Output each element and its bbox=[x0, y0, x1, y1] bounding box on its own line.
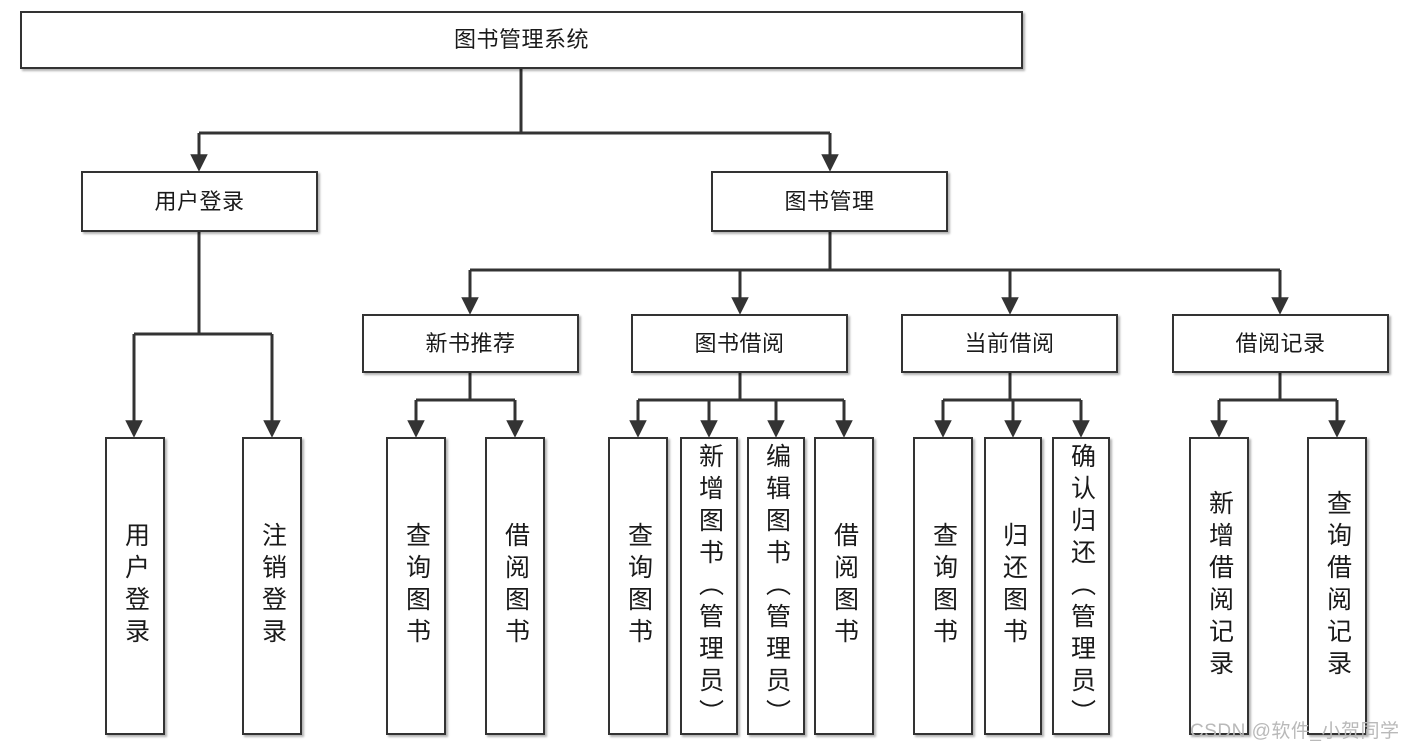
leaf-user-login-label: 用户登录 bbox=[121, 522, 150, 650]
leaf-return-books[interactable]: 归还图书 bbox=[984, 437, 1042, 735]
node-book-borrowing[interactable]: 图书借阅 bbox=[631, 314, 848, 373]
node-new-book-recommendation[interactable]: 新书推荐 bbox=[362, 314, 579, 373]
node-borrowing-records[interactable]: 借阅记录 bbox=[1172, 314, 1389, 373]
leaf-query-books-new-label: 查询图书 bbox=[402, 522, 431, 650]
node-book-management[interactable]: 图书管理 bbox=[711, 171, 948, 232]
leaf-edit-book-admin[interactable]: 编辑图书（管理员） bbox=[747, 437, 805, 735]
leaf-borrow-books[interactable]: 借阅图书 bbox=[814, 437, 874, 735]
node-current-borrowing-label: 当前借阅 bbox=[964, 330, 1055, 356]
leaf-edit-book-admin-label: 编辑图书（管理员） bbox=[762, 443, 791, 731]
leaf-query-borrowing-record-label: 查询借阅记录 bbox=[1323, 490, 1352, 682]
leaf-return-books-label: 归还图书 bbox=[999, 522, 1028, 650]
leaf-add-book-admin-label: 新增图书（管理员） bbox=[695, 443, 724, 731]
node-new-book-recommendation-label: 新书推荐 bbox=[425, 330, 516, 356]
leaf-logout[interactable]: 注销登录 bbox=[242, 437, 302, 735]
leaf-confirm-return-admin[interactable]: 确认归还（管理员） bbox=[1052, 437, 1110, 735]
node-root[interactable]: 图书管理系统 bbox=[20, 11, 1023, 69]
node-book-borrowing-label: 图书借阅 bbox=[694, 330, 785, 356]
leaf-logout-label: 注销登录 bbox=[258, 522, 287, 650]
leaf-query-books-borrow[interactable]: 查询图书 bbox=[608, 437, 668, 735]
leaf-confirm-return-admin-label: 确认归还（管理员） bbox=[1067, 443, 1096, 731]
leaf-borrow-books-new[interactable]: 借阅图书 bbox=[485, 437, 545, 735]
leaf-borrow-books-new-label: 借阅图书 bbox=[501, 522, 530, 650]
leaf-query-books-borrow-label: 查询图书 bbox=[624, 522, 653, 650]
leaf-query-borrowing-record[interactable]: 查询借阅记录 bbox=[1307, 437, 1367, 735]
leaf-add-book-admin[interactable]: 新增图书（管理员） bbox=[680, 437, 738, 735]
leaf-borrow-books-label: 借阅图书 bbox=[830, 522, 859, 650]
leaf-user-login[interactable]: 用户登录 bbox=[105, 437, 165, 735]
node-user-login[interactable]: 用户登录 bbox=[81, 171, 318, 232]
node-current-borrowing[interactable]: 当前借阅 bbox=[901, 314, 1118, 373]
leaf-query-books-new[interactable]: 查询图书 bbox=[386, 437, 446, 735]
node-book-management-label: 图书管理 bbox=[784, 188, 875, 214]
node-user-login-label: 用户登录 bbox=[154, 188, 245, 214]
csdn-watermark: CSDN @软件_小贺同学 bbox=[1190, 721, 1400, 742]
node-borrowing-records-label: 借阅记录 bbox=[1235, 330, 1326, 356]
leaf-add-borrowing-record[interactable]: 新增借阅记录 bbox=[1189, 437, 1249, 735]
leaf-query-books-current[interactable]: 查询图书 bbox=[913, 437, 973, 735]
leaf-add-borrowing-record-label: 新增借阅记录 bbox=[1205, 490, 1234, 682]
node-root-label: 图书管理系统 bbox=[453, 27, 589, 53]
leaf-query-books-current-label: 查询图书 bbox=[929, 522, 958, 650]
